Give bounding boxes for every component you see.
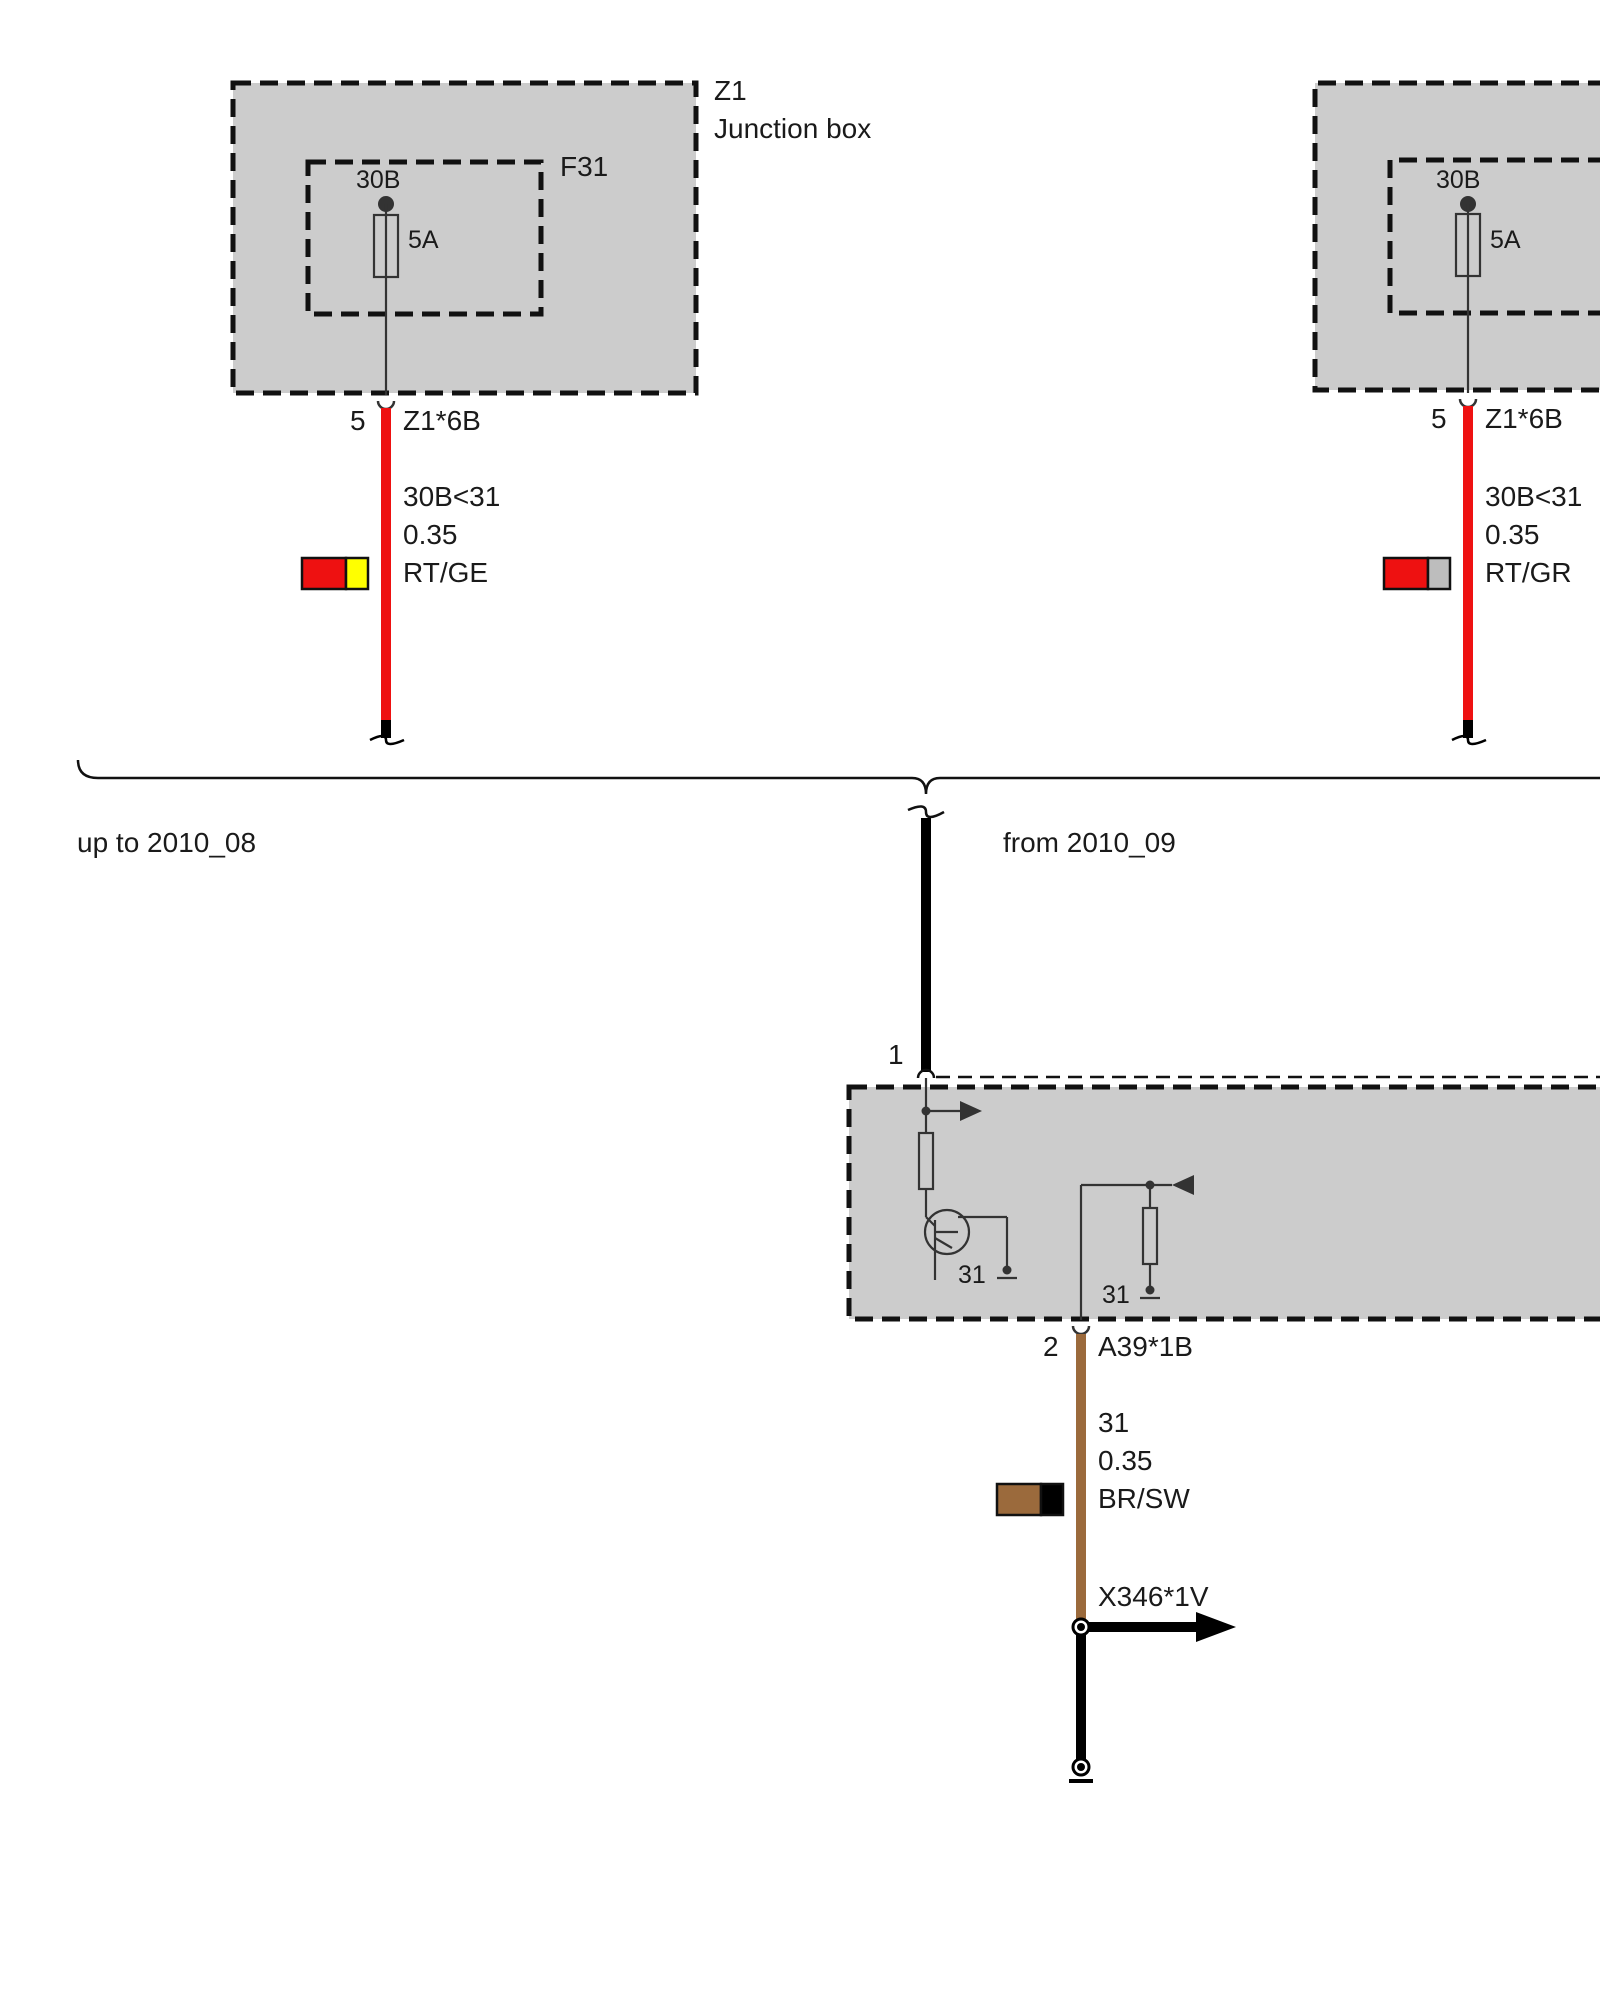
- splice-label: X346*1V: [1098, 1581, 1209, 1612]
- pullup-circuit: [1079, 1175, 1194, 1320]
- ground-point: [1069, 1617, 1093, 1783]
- connector-pin-right: [1458, 398, 1478, 409]
- variant-label-right: from 2010_09: [1003, 827, 1176, 858]
- fuse-right-symbol: [1454, 196, 1482, 393]
- fuse-f31-symbol: [372, 196, 400, 395]
- pin-number-right: 5: [1431, 403, 1447, 434]
- fuse-rating-right: 5A: [1490, 226, 1521, 254]
- ground-wire-gauge: 0.35: [1098, 1445, 1153, 1476]
- wire-color-swatch-red-yellow: [300, 556, 370, 591]
- control-module: [846, 1075, 1600, 1322]
- ground-label-transistor: 31: [958, 1261, 986, 1289]
- pin-number-left: 5: [350, 405, 366, 436]
- ground-wire-signal: 31: [1098, 1407, 1129, 1438]
- wire-color-swatch-brown-black: [995, 1482, 1065, 1517]
- fuse-rating-left: 5A: [408, 226, 439, 254]
- junction-box-z1: [230, 80, 699, 396]
- connector-pin-left: [376, 400, 396, 411]
- wire-signal-right: 30B<31: [1485, 481, 1582, 512]
- splice-arrow: [1081, 1612, 1236, 1642]
- ground-label-pullup: 31: [1102, 1281, 1130, 1309]
- red-gray-wire: [1451, 406, 1487, 746]
- module-input-pin: [916, 1068, 936, 1079]
- wire-signal-left: 30B<31: [403, 481, 500, 512]
- fuse-terminal-label-left: 30B: [356, 166, 400, 194]
- wire-gauge-left: 0.35: [403, 519, 458, 550]
- connector-label-left: Z1*6B: [403, 405, 481, 436]
- fuse-id-f31: F31: [560, 151, 608, 182]
- module-output-connector: A39*1B: [1098, 1331, 1193, 1362]
- wire-color-code-left: RT/GE: [403, 557, 488, 588]
- wire-color-code-right: RT/GR: [1485, 557, 1572, 588]
- black-common-wire: [907, 805, 945, 1072]
- module-output-pin-number: 2: [1043, 1331, 1059, 1362]
- transistor-circuit: [917, 1078, 1017, 1280]
- module-input-pin-number: 1: [888, 1039, 904, 1070]
- module-output-pin: [1071, 1325, 1091, 1336]
- component-id-z1: Z1: [714, 75, 747, 106]
- fuse-terminal-label-right: 30B: [1436, 166, 1480, 194]
- component-name-junction-box: Junction box: [714, 113, 871, 144]
- ground-wire-color-code: BR/SW: [1098, 1483, 1190, 1514]
- variant-brace: [76, 759, 1600, 795]
- variant-label-left: up to 2010_08: [77, 827, 256, 858]
- red-yellow-wire: [369, 408, 405, 746]
- wire-color-swatch-red-gray: [1382, 556, 1452, 591]
- wire-gauge-right: 0.35: [1485, 519, 1540, 550]
- connector-label-right: Z1*6B: [1485, 403, 1563, 434]
